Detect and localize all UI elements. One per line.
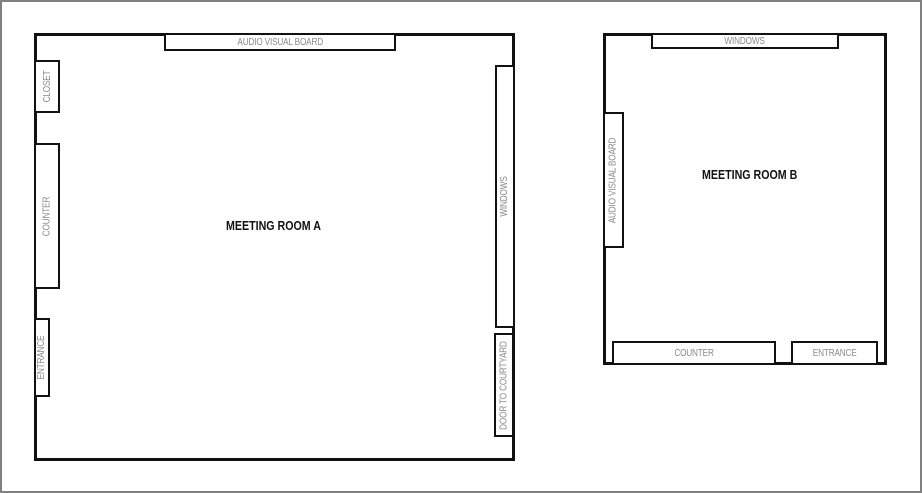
room-a-windows-label: WINDOWS bbox=[499, 176, 511, 217]
room-a-entrance-label: ENTRANCE bbox=[36, 335, 48, 380]
meeting-room-b[interactable] bbox=[603, 33, 887, 365]
room-a-closet[interactable]: CLOSET bbox=[34, 60, 60, 113]
meeting-room-a-title: MEETING ROOM A bbox=[226, 218, 321, 233]
room-a-counter: COUNTER bbox=[34, 143, 60, 289]
room-b-counter-label: COUNTER bbox=[674, 347, 714, 359]
room-b-counter: COUNTER bbox=[612, 341, 776, 365]
room-b-entrance[interactable]: ENTRANCE bbox=[791, 341, 878, 365]
room-a-windows: WINDOWS bbox=[495, 65, 515, 328]
meeting-room-a[interactable] bbox=[34, 33, 515, 461]
room-b-av-board: AUDIO VISUAL BOARD bbox=[603, 112, 624, 248]
room-a-door-to-courtyard-label: DOOR TO COURTYARD bbox=[498, 340, 510, 430]
room-a-door-to-courtyard[interactable]: DOOR TO COURTYARD bbox=[494, 333, 514, 437]
meeting-room-b-title: MEETING ROOM B bbox=[702, 167, 798, 182]
room-a-counter-label: COUNTER bbox=[41, 196, 53, 236]
room-b-entrance-label: ENTRANCE bbox=[812, 347, 857, 359]
room-b-av-board-label: AUDIO VISUAL BOARD bbox=[608, 137, 620, 223]
room-a-entrance[interactable]: ENTRANCE bbox=[34, 318, 50, 397]
room-a-closet-label: CLOSET bbox=[41, 70, 53, 103]
room-a-av-board-label: AUDIO VISUAL BOARD bbox=[237, 36, 323, 48]
room-b-windows-label: WINDOWS bbox=[724, 35, 766, 47]
room-b-windows: WINDOWS bbox=[651, 33, 839, 49]
room-a-av-board: AUDIO VISUAL BOARD bbox=[164, 33, 396, 51]
